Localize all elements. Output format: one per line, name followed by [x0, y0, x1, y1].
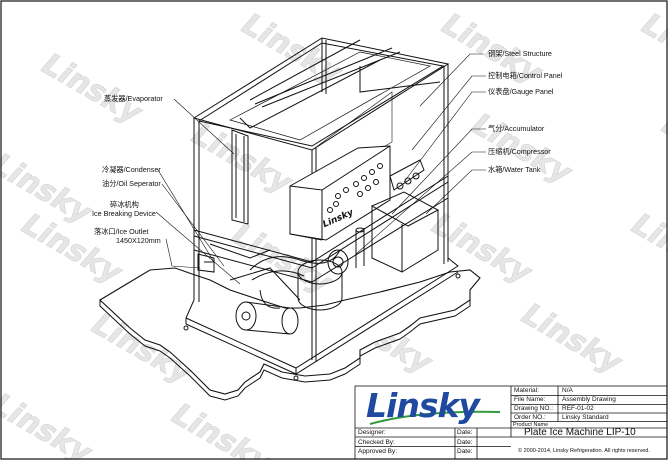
label-gauge-panel: 仪表盘/Gauge Panel: [488, 87, 554, 96]
label-evaporator: 蒸发器/Evaporator: [104, 94, 163, 103]
material-value: N/A: [562, 387, 573, 394]
base-plate: [99, 267, 481, 395]
label-ice-breaking-en: Ice Breaking Device: [92, 209, 156, 218]
leader-lines: [155, 53, 486, 285]
label-ice-outlet: 落冰口/Ice Outlet: [94, 227, 149, 236]
file-name-label: File Name:: [514, 396, 546, 403]
label-accumulator: 气分/Accumulator: [488, 124, 545, 133]
material-label: Material:: [514, 387, 539, 394]
drawing-no-label: Drawing NO.:: [514, 405, 554, 412]
date-label-1: Date:: [457, 429, 473, 436]
date-label-3: Date:: [457, 448, 473, 455]
steel-frame: [183, 37, 461, 381]
label-condenser: 冷凝器/Condenser: [102, 165, 161, 174]
order-no-label: Order NO.:: [514, 413, 546, 421]
product-name: Plate Ice Machine LIP-10: [524, 426, 636, 438]
label-oil-separator: 油分/Oil Seperator: [102, 179, 161, 188]
label-control-panel: 控制电箱/Control Panel: [488, 71, 563, 80]
logo-swoosh: [369, 410, 501, 425]
approved-label: Approved By:: [358, 448, 398, 455]
designer-label: Designer:: [358, 429, 386, 436]
copyright: © 2000-2014, Linsky Refrigeration. All r…: [518, 448, 650, 454]
product-name-label: Product Name: [513, 422, 549, 428]
date-label-2: Date:: [457, 438, 473, 446]
drawing-no-value: REF-01-02: [562, 405, 594, 412]
label-ice-breaking-cn: 碎冰机构: [110, 200, 139, 209]
label-ice-outlet-size: 1450X120mm: [116, 236, 161, 245]
order-no-value: Linsky Standard: [562, 413, 609, 421]
file-name-value: Assembly Drawing: [562, 396, 616, 403]
label-compressor: 压缩机/Compressor: [488, 147, 551, 156]
title-block-logo: Linsky: [366, 386, 480, 425]
checked-label: Checked By:: [358, 438, 395, 446]
label-steel-structure: 钢架/Steel Structure: [488, 49, 552, 58]
label-water-tank: 水箱/Water Tank: [488, 165, 541, 174]
title-block-lines: [354, 385, 668, 460]
